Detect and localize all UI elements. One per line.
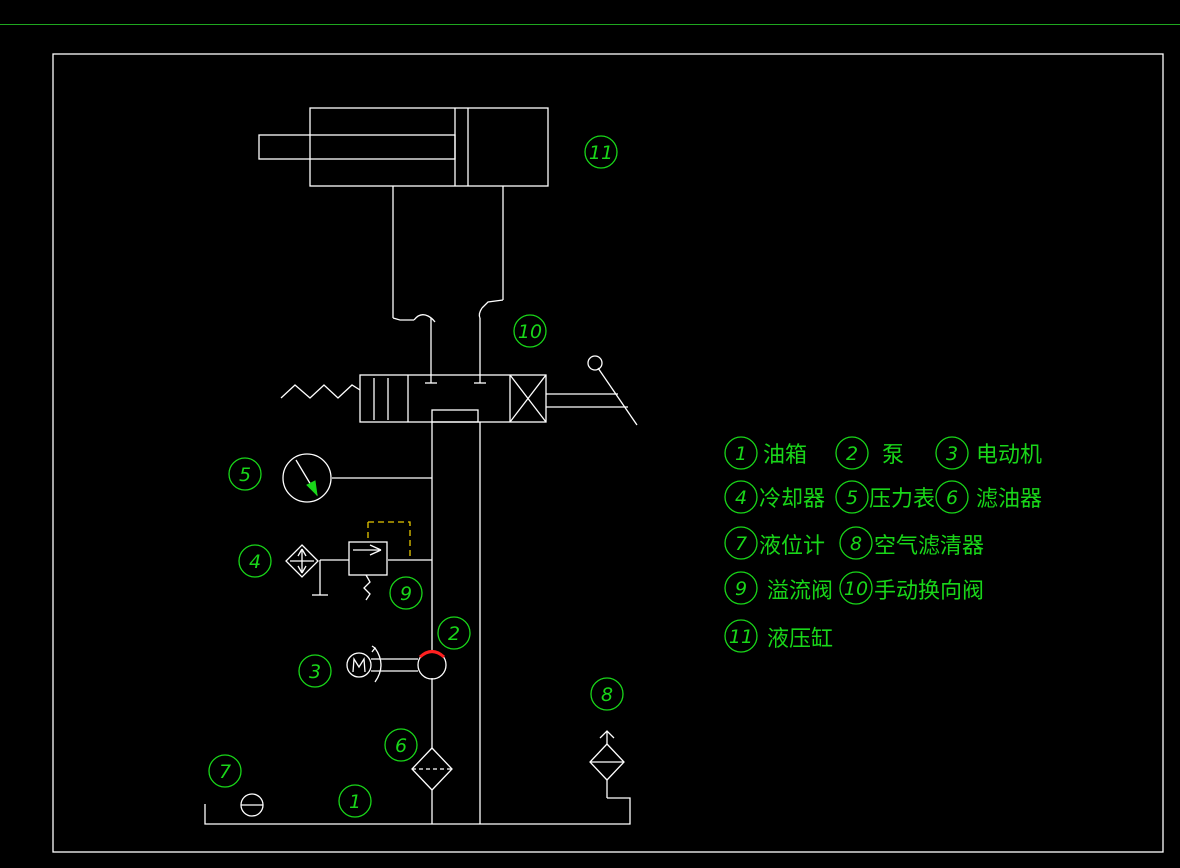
legend-item-8: 8 空气滤清器: [839, 526, 984, 560]
oil-tank: [204, 780, 631, 825]
electric-motor: [346, 645, 418, 683]
legend-item-4-label: 冷却器: [759, 487, 825, 512]
legend-item-7-number: 7: [735, 533, 747, 555]
pressure-gauge: [282, 453, 332, 503]
legend-item-9-number: 9: [735, 578, 747, 600]
relief-valve: [312, 521, 411, 601]
callout-5-number: 5: [239, 464, 251, 486]
callout-7-number: 7: [219, 761, 231, 783]
legend-item-4-number: 4: [735, 487, 747, 509]
callout-6: 6: [384, 728, 418, 762]
callout-11-number: 11: [589, 142, 613, 164]
legend-item-6-label: 滤油器: [976, 487, 1042, 512]
legend-item-1-number: 1: [735, 443, 747, 465]
legend-item-10: 10 手动换向阀: [839, 571, 984, 605]
callout-7: 7: [208, 754, 242, 788]
callout-4: 4: [238, 544, 272, 578]
callout-8-number: 8: [601, 684, 613, 706]
legend-item-11-number: 11: [729, 626, 753, 648]
callout-5: 5: [228, 457, 262, 491]
hydraulic-cylinder: [258, 107, 549, 318]
callout-4-number: 4: [249, 551, 261, 573]
callout-9-number: 9: [400, 583, 412, 605]
legend-item-5-label: 压力表: [869, 487, 935, 512]
legend-item-1: 1 油箱: [724, 436, 807, 470]
callout-10-number: 10: [518, 321, 542, 343]
legend-item-5-number: 5: [846, 487, 858, 509]
callout-11: 11: [584, 135, 618, 169]
model-space-divider: [0, 24, 1180, 25]
legend-item-10-label: 手动换向阀: [874, 579, 984, 604]
legend-item-11: 11 液压缸: [724, 619, 833, 653]
legend-item-4: 4 冷却器: [724, 480, 825, 514]
legend-item-7-label: 液位计: [759, 534, 825, 559]
legend: 1 油箱 2 泵 3 电动机 4 冷却器 5 压力表 6 滤油器: [724, 436, 1042, 653]
legend-item-7: 7 液位计: [724, 526, 825, 560]
legend-item-2-number: 2: [846, 443, 858, 465]
callout-8: 8: [590, 677, 624, 711]
legend-item-3-label: 电动机: [976, 443, 1042, 468]
legend-item-1-label: 油箱: [763, 443, 807, 468]
legend-item-11-label: 液压缸: [767, 627, 833, 652]
legend-item-3: 3 电动机: [935, 436, 1042, 470]
legend-item-8-label: 空气滤清器: [874, 534, 984, 559]
level-gauge: [240, 793, 264, 817]
callout-3: 3: [298, 654, 332, 688]
legend-item-6: 6 滤油器: [935, 480, 1042, 514]
legend-item-2-label: 泵: [882, 443, 904, 468]
legend-item-9: 9 溢流阀: [724, 571, 833, 605]
legend-item-2: 2 泵: [835, 436, 904, 470]
pipelines: [332, 422, 481, 824]
pump: [417, 650, 447, 680]
drawing-border: [52, 53, 1164, 853]
callout-6-number: 6: [395, 735, 407, 757]
air-filter: [589, 730, 625, 781]
callout-3-number: 3: [309, 661, 321, 683]
callout-10: 10: [513, 314, 547, 348]
legend-item-8-number: 8: [850, 533, 862, 555]
oil-filter: [411, 747, 453, 791]
legend-item-5: 5 压力表: [835, 480, 935, 514]
callout-9: 9: [389, 576, 423, 610]
legend-item-9-label: 溢流阀: [767, 579, 833, 604]
manual-directional-valve: [280, 299, 638, 426]
callout-2: 2: [437, 616, 471, 650]
legend-item-10-number: 10: [844, 578, 868, 600]
callout-2-number: 2: [448, 623, 460, 645]
legend-item-3-number: 3: [946, 443, 958, 465]
legend-item-6-number: 6: [946, 487, 958, 509]
callout-1-number: 1: [349, 791, 361, 813]
callout-1: 1: [338, 784, 372, 818]
cooler: [285, 544, 319, 578]
